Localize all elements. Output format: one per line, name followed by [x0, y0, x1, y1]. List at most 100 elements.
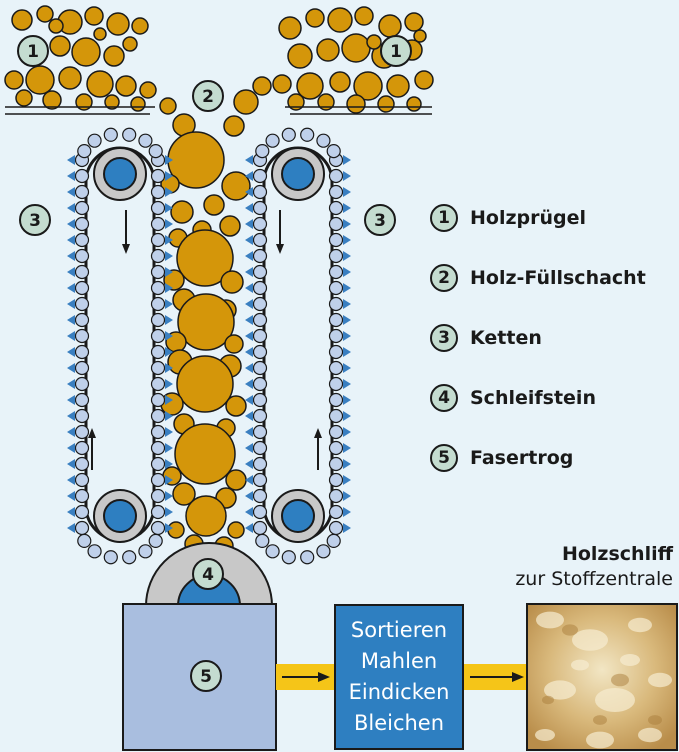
log-circle: [177, 356, 233, 412]
chain-link: [266, 134, 279, 147]
log-circle: [221, 271, 243, 293]
chain-link: [76, 442, 89, 455]
chain-tooth: [67, 187, 75, 197]
log-circle: [37, 6, 53, 22]
chain-tooth: [245, 523, 253, 533]
chain-link: [76, 330, 89, 343]
chain-link: [282, 128, 295, 141]
chain-link: [76, 218, 89, 231]
log-circle: [49, 19, 63, 33]
process-step-thicken: Eindicken: [349, 677, 450, 708]
pulp-fiber: [611, 674, 629, 687]
chain-tooth: [343, 523, 351, 533]
chain-tooth: [67, 379, 75, 389]
chain-link: [330, 490, 343, 503]
chain-tooth: [343, 411, 351, 421]
chain-tooth: [343, 363, 351, 373]
chain-tooth: [67, 219, 75, 229]
chain-left: [67, 128, 173, 563]
chain-direction-arrow: [276, 210, 284, 254]
chain-link: [330, 506, 343, 519]
chain-link: [152, 346, 165, 359]
chain-link: [330, 474, 343, 487]
number-badge-chain-right: 3: [365, 205, 395, 235]
log-circle: [234, 90, 258, 114]
log-circle: [160, 98, 176, 114]
chain-link: [254, 426, 267, 439]
chain-tooth: [67, 523, 75, 533]
chain-tooth: [343, 219, 351, 229]
chain-link: [152, 490, 165, 503]
log-circle: [379, 15, 401, 37]
log-circle: [94, 28, 106, 40]
process-step-bleach: Bleichen: [354, 708, 444, 739]
pulp-fiber: [595, 688, 635, 712]
chain-link: [152, 250, 165, 263]
chain-tooth: [67, 283, 75, 293]
chain-tooth: [67, 299, 75, 309]
log-circle: [171, 201, 193, 223]
chain-tooth: [67, 251, 75, 261]
chain-tooth: [343, 459, 351, 469]
chain-tooth: [343, 427, 351, 437]
chain-tooth: [245, 507, 253, 517]
chain-link: [254, 250, 267, 263]
chain-link: [76, 170, 89, 183]
legend-label-filling-shaft: Holz-Füllschacht: [470, 267, 646, 289]
chain-tooth: [67, 363, 75, 373]
log-circle: [224, 116, 244, 136]
chain-link: [152, 378, 165, 391]
chain-link: [254, 394, 267, 407]
chain-link: [254, 266, 267, 279]
chain-link: [301, 551, 314, 564]
chain-link: [317, 545, 330, 558]
chain-link: [152, 474, 165, 487]
chain-link: [330, 442, 343, 455]
wood-pulp-image: [527, 604, 677, 750]
log-circle: [405, 13, 423, 31]
chain-tooth: [67, 331, 75, 341]
pulp-fiber: [620, 654, 640, 666]
chain-loop: [264, 148, 332, 540]
flow-arrow-1: [276, 664, 334, 690]
chain-link: [149, 534, 162, 547]
legend-number-badge: 4: [430, 384, 458, 412]
legend-item: 5 Fasertrog: [430, 443, 646, 473]
chain-link: [330, 298, 343, 311]
chain-tooth: [245, 331, 253, 341]
log-circle: [16, 90, 32, 106]
chain-link: [330, 282, 343, 295]
log-circle: [253, 77, 271, 95]
chain-tooth: [343, 491, 351, 501]
chain-tooth: [343, 347, 351, 357]
chain-link: [254, 458, 267, 471]
output-title: Holzschliff: [562, 543, 673, 565]
pulp-fiber: [536, 612, 564, 629]
chain-link: [76, 346, 89, 359]
chain-tooth: [343, 379, 351, 389]
chain-link: [76, 362, 89, 375]
log-circle: [132, 18, 148, 34]
chain-link: [254, 346, 267, 359]
chain-tooth: [343, 267, 351, 277]
chain-tooth: [67, 491, 75, 501]
chain-tooth: [245, 203, 253, 213]
sprocket-wheel: [282, 500, 314, 532]
chain-tooth: [245, 219, 253, 229]
log-circle: [328, 8, 352, 32]
log-circle: [87, 71, 113, 97]
chain-link: [254, 202, 267, 215]
log-circle: [228, 522, 244, 538]
pulp-fiber: [648, 673, 672, 687]
chain-link: [330, 378, 343, 391]
chain-tooth: [67, 475, 75, 485]
chain-tooth: [343, 251, 351, 261]
chain-tooth: [343, 187, 351, 197]
chain-tooth: [165, 379, 173, 389]
chain-link: [254, 474, 267, 487]
chain-link: [88, 545, 101, 558]
legend-label-logs: Holzprügel: [470, 207, 586, 229]
chain-link: [104, 551, 117, 564]
chain-tooth: [67, 315, 75, 325]
log-circle: [317, 39, 339, 61]
